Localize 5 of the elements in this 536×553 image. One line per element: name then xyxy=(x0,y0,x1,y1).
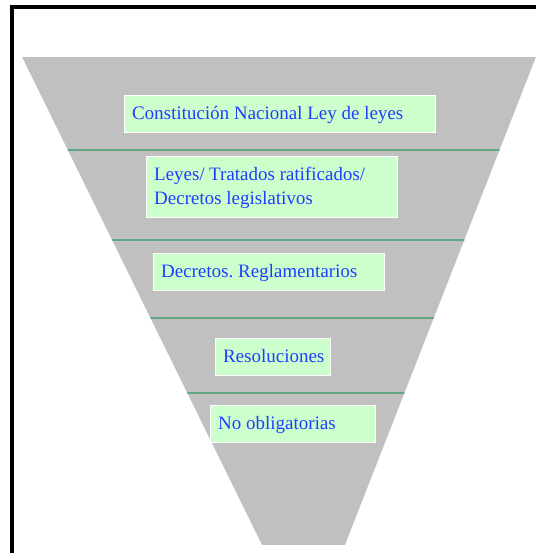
level-label: No obligatorias xyxy=(210,405,376,443)
level-label: Constitución Nacional Ley de leyes xyxy=(124,95,436,133)
level-label: Resoluciones xyxy=(215,338,331,376)
level-label: Decretos. Reglamentarios xyxy=(153,253,385,291)
level-label: Leyes/ Tratados ratificados/ Decretos legislativos xyxy=(146,156,398,218)
